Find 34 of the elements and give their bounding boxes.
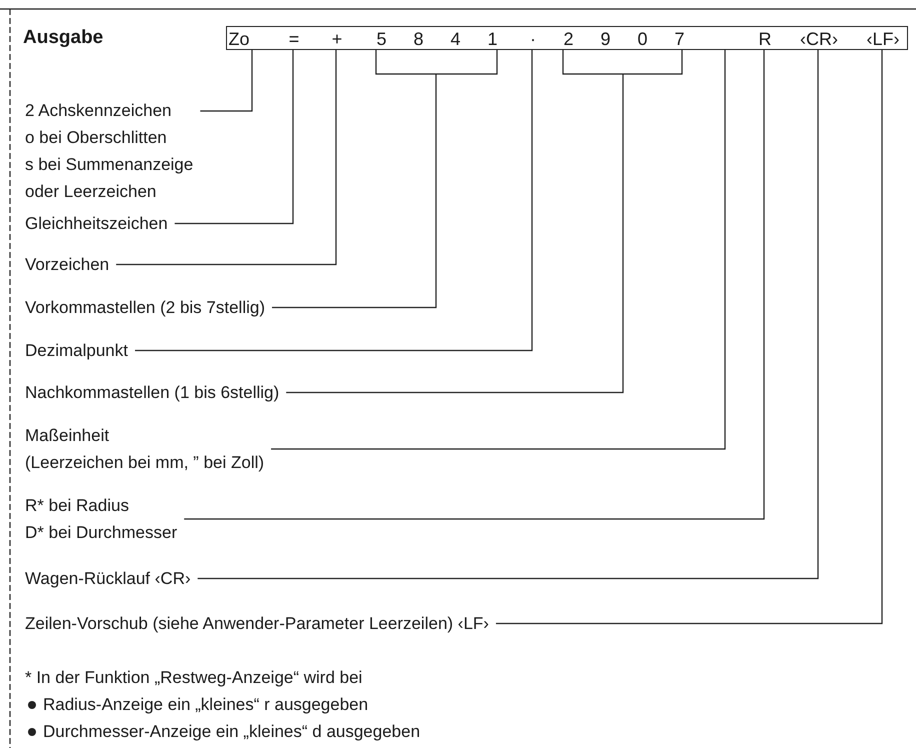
output-character: · — [530, 27, 536, 51]
description-text: Vorkommastellen (2 bis 7stellig) — [25, 294, 265, 321]
leader-line — [200, 49, 253, 112]
description-text: Nachkommastellen (1 bis 6stellig) — [25, 379, 280, 406]
digit-group: 2 9 0 7 — [563, 27, 685, 51]
leader-line — [286, 49, 683, 394]
output-character: + — [332, 27, 342, 51]
description-text: 2 Achskennzeichen o bei Oberschlitten s bei Summenanzeige oder Leerzeichen — [25, 97, 194, 205]
description-text: Gleichheitszeichen — [25, 210, 168, 237]
output-character: R — [758, 27, 772, 51]
leader-line — [116, 50, 337, 266]
output-character: ‹LF› — [866, 27, 900, 51]
output-string-box — [226, 26, 908, 50]
leader-line — [271, 49, 498, 308]
leader-line — [198, 50, 819, 580]
output-character: = — [288, 27, 300, 51]
description-text: Maßeinheit (Leerzeichen bei mm, ” bei Zoll) — [25, 422, 264, 476]
leader-line — [135, 50, 533, 352]
footnote-text: * In der Funktion „Restweg-Anzeige“ wird bei — [25, 668, 362, 687]
description-text: R* bei Radius D* bei Durchmesser — [25, 492, 178, 546]
description-text: Zeilen-Vorschub (siehe Anwender-Parameter Leerzeilen) ‹LF› — [25, 610, 489, 637]
footnote-text: Durchmesser-Anzeige ein „kleines“ d ausgegeben — [43, 722, 420, 741]
footnote-text: Radius-Anzeige ein „kleines“ r ausgegeben — [43, 695, 368, 714]
title: Ausgabe — [23, 26, 104, 50]
description-text: Dezimalpunkt — [25, 337, 128, 364]
leader-line — [496, 50, 883, 624]
description-text: Vorzeichen — [25, 251, 110, 278]
digit-group: 5 8 4 1 — [376, 27, 498, 51]
leader-line — [184, 50, 765, 520]
description-text: Wagen-Rücklauf ‹CR› — [25, 565, 191, 592]
output-character: ‹CR› — [800, 27, 838, 51]
leader-line — [271, 50, 726, 450]
leader-line — [174, 50, 294, 224]
output-character: Zo — [228, 27, 250, 51]
